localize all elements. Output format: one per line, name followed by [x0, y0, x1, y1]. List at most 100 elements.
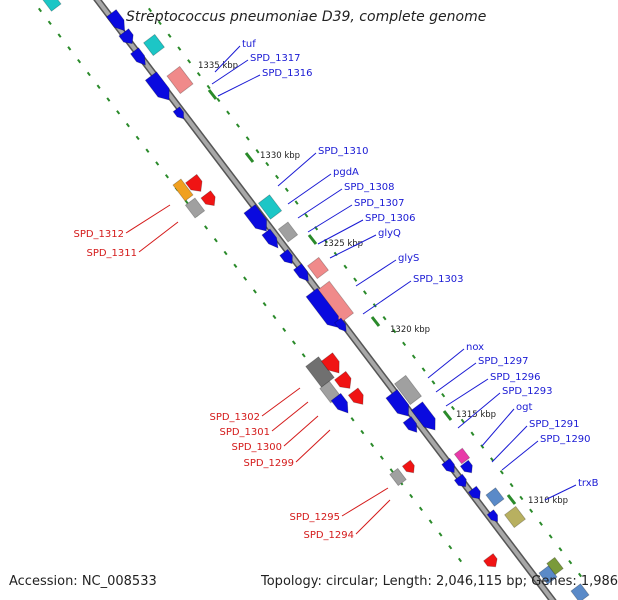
gene-feature — [184, 197, 206, 219]
reverse-label-leader — [138, 221, 179, 253]
gene-feature — [42, 0, 62, 12]
outer-tick-track — [362, 290, 368, 295]
outer-tick-track — [431, 380, 436, 385]
gene-feature — [279, 248, 293, 265]
inner-tick-track — [145, 148, 150, 153]
gene-feature — [334, 370, 352, 389]
forward-gene-label: SPD_1310 — [318, 146, 369, 157]
gene-feature — [200, 190, 216, 207]
inner-tick-track — [125, 122, 130, 128]
gene-feature — [347, 387, 364, 405]
forward-gene-label: SPD_1316 — [262, 68, 313, 79]
forward-label-leader — [355, 259, 397, 287]
inner-tick-track — [350, 417, 355, 422]
forward-label-leader — [435, 362, 477, 393]
gene-feature — [166, 65, 194, 95]
forward-label-leader — [214, 45, 241, 73]
forward-gene-label: SPD_1297 — [478, 356, 529, 367]
inner-tick-track — [164, 174, 169, 179]
gene-feature — [546, 556, 564, 576]
inner-tick-track — [409, 493, 414, 499]
reverse-label-leader — [283, 415, 319, 447]
forward-label-leader — [211, 59, 249, 85]
outer-tick-track — [421, 367, 426, 372]
forward-gene-label: tuf — [242, 39, 256, 50]
gene-feature — [106, 9, 126, 32]
outer-tick-track — [519, 495, 524, 501]
outer-tick-track — [538, 521, 543, 526]
inner-tick-track — [47, 20, 52, 25]
outer-tick-track — [529, 508, 534, 513]
inner-tick-track — [223, 250, 228, 256]
ruler-label: 1315 kbp — [456, 410, 496, 420]
inner-tick-track — [379, 455, 384, 460]
gene-feature — [453, 447, 471, 465]
gene-feature — [389, 467, 407, 487]
gene-feature — [261, 228, 279, 249]
genome-summary-text: Topology: circular; Length: 2,046,115 bp… — [261, 574, 618, 589]
outer-tick-track — [392, 328, 397, 334]
inner-tick-track — [243, 276, 248, 281]
forward-label-leader — [277, 152, 317, 187]
forward-gene-label: SPD_1317 — [250, 53, 301, 64]
outer-tick-track — [255, 149, 260, 154]
gene-feature — [459, 459, 473, 474]
inner-tick-track — [448, 545, 453, 550]
gene-feature — [485, 487, 505, 507]
reverse-gene-label: SPD_1295 — [289, 512, 340, 523]
gene-feature — [441, 457, 455, 474]
gene-feature — [118, 28, 134, 45]
outer-tick-track — [167, 33, 172, 38]
inner-tick-track — [204, 225, 209, 230]
forward-gene-label: pgdA — [333, 167, 359, 178]
forward-gene-label: SPD_1296 — [490, 372, 541, 383]
outer-tick-track — [284, 187, 289, 192]
gene-feature — [453, 473, 467, 488]
ruler-major-tick — [506, 494, 517, 505]
outer-tick-track — [304, 213, 309, 218]
gene-feature — [394, 374, 422, 406]
inner-tick-track — [57, 33, 62, 38]
inner-tick-track — [438, 532, 443, 537]
forward-label-leader — [362, 280, 412, 315]
gene-feature — [293, 263, 309, 282]
ruler-label: 1330 kbp — [260, 151, 300, 161]
reverse-label-leader — [271, 401, 309, 432]
gene-feature — [483, 553, 498, 568]
reverse-label-leader — [295, 429, 331, 463]
gene-feature — [410, 401, 436, 431]
outer-tick-track — [382, 315, 387, 321]
forward-label-leader — [329, 234, 377, 259]
outer-tick-track — [177, 46, 182, 51]
inner-tick-track — [291, 340, 296, 345]
reverse-gene-label: SPD_1311 — [86, 248, 137, 259]
inner-tick-track — [96, 84, 101, 89]
reverse-gene-label: SPD_1294 — [303, 530, 354, 541]
ruler-major-tick — [244, 152, 255, 163]
inner-tick-track — [252, 289, 257, 294]
forward-gene-label: SPD_1291 — [529, 419, 580, 430]
reverse-gene-label: SPD_1301 — [219, 427, 270, 438]
map-title: Streptococcus pneumoniae D39, complete g… — [126, 9, 487, 25]
forward-label-leader — [544, 484, 577, 501]
outer-tick-track — [509, 482, 514, 488]
forward-gene-label: trxB — [578, 478, 599, 489]
outer-tick-track — [245, 136, 250, 141]
inner-tick-track — [282, 327, 287, 332]
gene-feature — [257, 194, 283, 220]
forward-label-leader — [307, 204, 353, 233]
forward-label-leader — [317, 219, 364, 245]
gene-feature — [570, 583, 590, 600]
inner-tick-track — [457, 557, 463, 563]
inner-tick-track — [135, 135, 140, 141]
ruler-label: 1325 kbp — [323, 239, 363, 249]
gene-feature — [143, 33, 165, 57]
gene-feature — [243, 204, 268, 232]
outer-tick-track — [226, 110, 231, 115]
ruler-label: 1335 kbp — [198, 61, 238, 71]
gene-feature — [172, 106, 185, 120]
gene-feature — [320, 352, 340, 374]
inner-tick-track — [155, 161, 160, 166]
gene-feature — [402, 416, 418, 433]
